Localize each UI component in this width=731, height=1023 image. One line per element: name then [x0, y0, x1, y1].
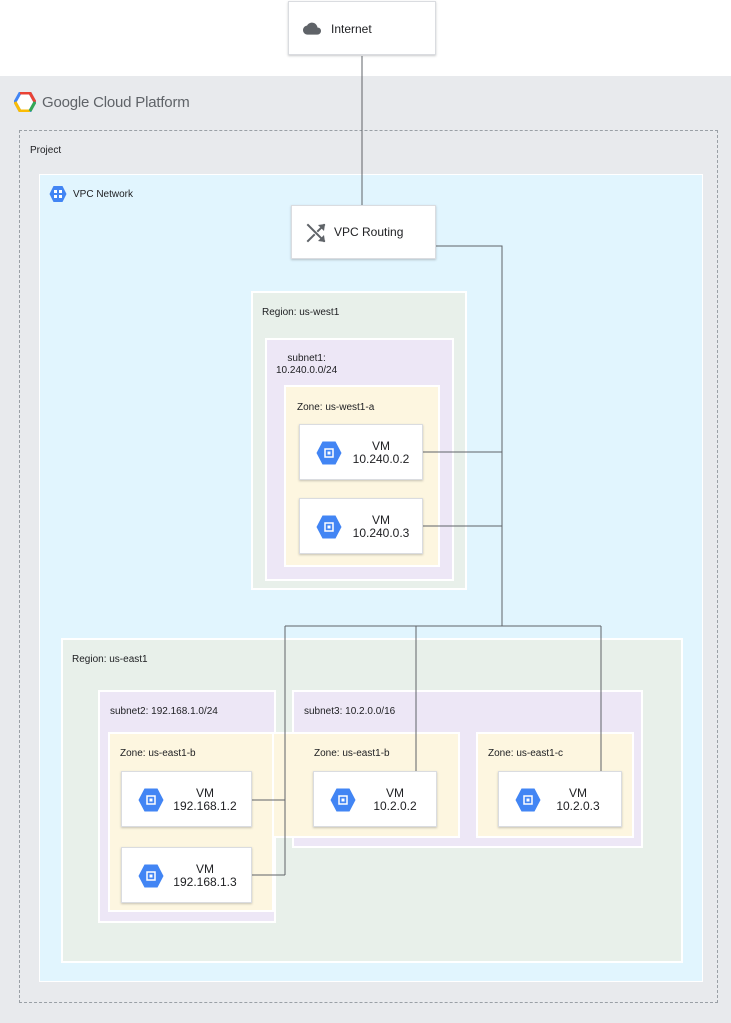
vm-name: VM: [386, 786, 404, 800]
vm-card[interactable]: VM 192.168.1.3: [121, 847, 252, 903]
region-label: Region: us-east1: [72, 654, 148, 665]
gcp-header: Google Cloud Platform: [14, 90, 190, 114]
vm-name: VM: [372, 439, 390, 453]
gcp-logo-icon: [14, 92, 36, 112]
compute-engine-icon: [330, 788, 356, 812]
zone-label: Zone: us-east1-c: [488, 748, 564, 759]
vm-card[interactable]: VM 10.240.0.3: [299, 498, 423, 554]
vpc-network-label: VPC Network: [73, 189, 134, 200]
vm-ip: 10.240.0.2: [352, 452, 410, 466]
gcp-title: Google Cloud Platform: [42, 93, 190, 111]
compute-engine-icon: [138, 864, 164, 888]
internet-node[interactable]: Internet: [288, 1, 436, 55]
vm-name: VM: [196, 862, 214, 876]
vm-card[interactable]: VM 10.2.0.3: [498, 771, 622, 827]
vm-name: VM: [372, 513, 390, 527]
region-label: Region: us-west1: [262, 307, 340, 318]
zone-label: Zone: us-east1-b: [120, 748, 196, 759]
compute-engine-icon: [316, 515, 342, 539]
shuffle-icon: [306, 223, 326, 243]
cloud-icon: [303, 22, 321, 35]
vm-card[interactable]: VM 10.240.0.2: [299, 424, 423, 480]
compute-engine-icon: [515, 788, 541, 812]
project-container: [19, 130, 718, 1003]
internet-label: Internet: [331, 22, 372, 36]
vm-ip: 10.2.0.3: [556, 799, 600, 813]
vm-ip: 192.168.1.3: [173, 875, 237, 889]
vm-card[interactable]: VM 10.2.0.2: [313, 771, 437, 827]
zone-label: Zone: us-west1-a: [297, 402, 375, 413]
subnet-label: subnet2: 192.168.1.0/24: [110, 706, 218, 717]
vm-ip: 192.168.1.2: [173, 799, 237, 813]
project-label: Project: [30, 145, 62, 156]
vpc-routing-node[interactable]: VPC Routing: [291, 205, 436, 259]
compute-engine-icon: [138, 788, 164, 812]
vm-card[interactable]: VM 192.168.1.2: [121, 771, 252, 827]
subnet-label: subnet1: 10.240.0.0/24: [276, 353, 338, 376]
vm-ip: 10.2.0.2: [373, 799, 417, 813]
vpc-network-icon: [49, 186, 67, 202]
subnet-label: subnet3: 10.2.0.0/16: [304, 706, 396, 717]
vpc-routing-label: VPC Routing: [334, 225, 404, 239]
vm-name: VM: [569, 786, 587, 800]
zone-label: Zone: us-east1-b: [314, 748, 390, 759]
compute-engine-icon: [316, 441, 342, 465]
vm-ip: 10.240.0.3: [352, 526, 410, 540]
routing-trunk-line: [436, 245, 503, 626]
vm-name: VM: [196, 786, 214, 800]
